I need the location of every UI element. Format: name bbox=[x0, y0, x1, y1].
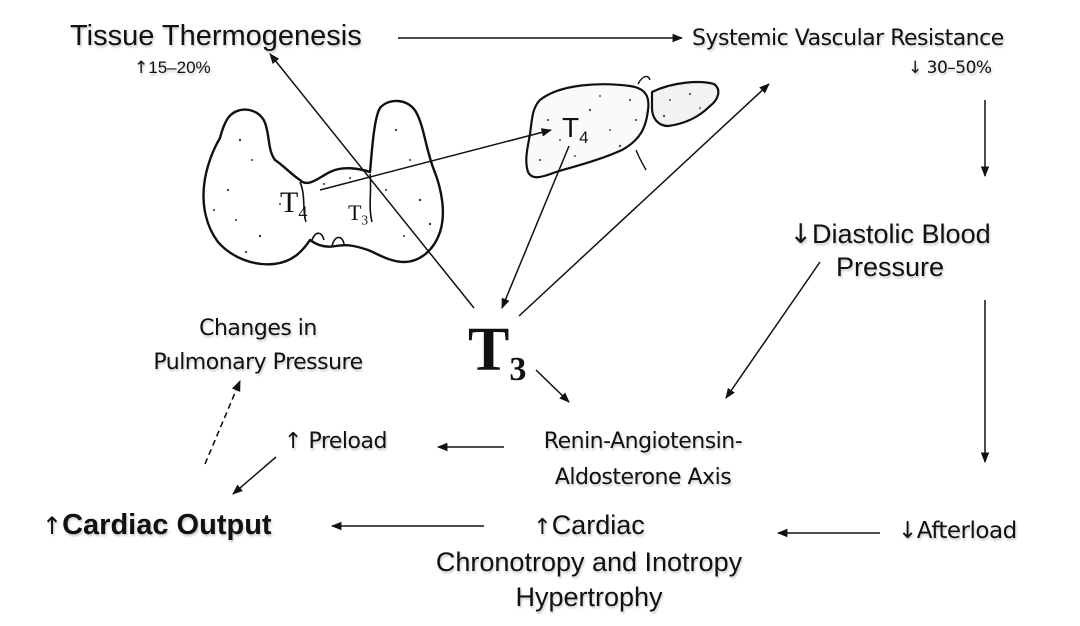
liver-t4-label: T4 bbox=[562, 112, 588, 148]
svr-change: ↓ 30–50% bbox=[908, 58, 992, 78]
preload-label: ↑ Preload bbox=[284, 429, 387, 454]
edge-preload-to-cardiac-output bbox=[232, 456, 277, 495]
afterload-label: ↓Afterload bbox=[898, 518, 1017, 544]
thyroid-gland-illustration bbox=[202, 99, 445, 266]
decrease-arrow-icon: ↓ bbox=[898, 518, 917, 544]
cardiac-output-text: Cardiac Output bbox=[62, 509, 272, 541]
edge-thyroid-t4-to-liver-t4 bbox=[319, 128, 553, 191]
t3-central-base: T bbox=[468, 316, 510, 384]
increase-arrow-icon: ↑ bbox=[42, 512, 63, 540]
edge-liver-t4-to-t3 bbox=[501, 145, 570, 309]
t4-base: T bbox=[280, 186, 299, 219]
increase-arrow-icon: ↑ bbox=[533, 515, 552, 540]
cardiac-effects-label: ↑Cardiac Chronotropy and Inotropy Hypert… bbox=[396, 508, 782, 615]
raa-axis-label: Renin-Angiotensin- Aldosterone Axis bbox=[508, 424, 778, 496]
afterload-text: Afterload bbox=[916, 518, 1017, 544]
t4-subscript: 4 bbox=[298, 202, 308, 223]
tissue-thermogenesis-label: Tissue Thermogenesis bbox=[70, 20, 362, 52]
edge-t3-to-svr bbox=[518, 83, 770, 317]
edge-diastolic-bp-to-raa bbox=[725, 261, 821, 399]
decrease-arrow-icon: ↓ bbox=[908, 58, 922, 78]
increase-arrow-icon: ↑ bbox=[134, 58, 149, 78]
systemic-vascular-resistance-label: Systemic Vascular Resistance bbox=[692, 26, 1004, 51]
increase-arrow-icon: ↑ bbox=[284, 429, 302, 454]
t3-central-subscript: 3 bbox=[509, 351, 527, 389]
preload-text: Preload bbox=[308, 429, 387, 454]
edge-t3-to-thermogenesis bbox=[269, 53, 475, 309]
liver-illustration bbox=[525, 75, 720, 179]
pulmonary-pressure-label: Changes in Pulmonary Pressure bbox=[118, 312, 398, 380]
cardiac-effects-line2: Chronotropy and Inotropy bbox=[435, 547, 743, 577]
t3-subscript: 3 bbox=[361, 212, 369, 228]
cardiac-effects-line3: Hypertrophy bbox=[515, 582, 663, 612]
thermogenesis-change-value: 15–20% bbox=[148, 58, 211, 77]
tissue-thermogenesis-change: ↑15–20% bbox=[134, 58, 211, 78]
pulmonary-pressure-line2: Pulmonary Pressure bbox=[153, 350, 363, 375]
cardiac-output-label: ↑Cardiac Output bbox=[42, 509, 272, 542]
liver-t4-subscript: 4 bbox=[579, 127, 589, 147]
raa-axis-line2: Aldosterone Axis bbox=[554, 465, 732, 490]
liver-outline bbox=[525, 83, 650, 179]
thyroid-t4-label: T4 bbox=[280, 186, 307, 223]
pulmonary-pressure-line1: Changes in bbox=[199, 316, 317, 341]
cardiac-effects-line1: Cardiac bbox=[551, 510, 645, 540]
raa-axis-line1: Renin-Angiotensin- bbox=[543, 429, 743, 454]
svr-change-value: 30–50% bbox=[926, 58, 992, 78]
t3-hormone-central: T3 bbox=[468, 318, 526, 402]
diastolic-bp-label: ↓Diastolic Blood Pressure bbox=[770, 218, 1010, 284]
diastolic-bp-line1: Diastolic Blood bbox=[812, 219, 991, 249]
thyroid-t3-label: T3 bbox=[348, 200, 368, 229]
t3-base: T bbox=[348, 200, 362, 225]
diastolic-bp-line2: Pressure bbox=[835, 252, 945, 282]
thyroid-outline bbox=[202, 99, 445, 266]
edge-cardiac-output-to-pulmonary-pressure bbox=[204, 379, 241, 465]
liver-t4-base: T bbox=[562, 112, 580, 143]
edge-t3-to-raa bbox=[535, 369, 570, 403]
decrease-arrow-icon: ↓ bbox=[789, 219, 813, 250]
